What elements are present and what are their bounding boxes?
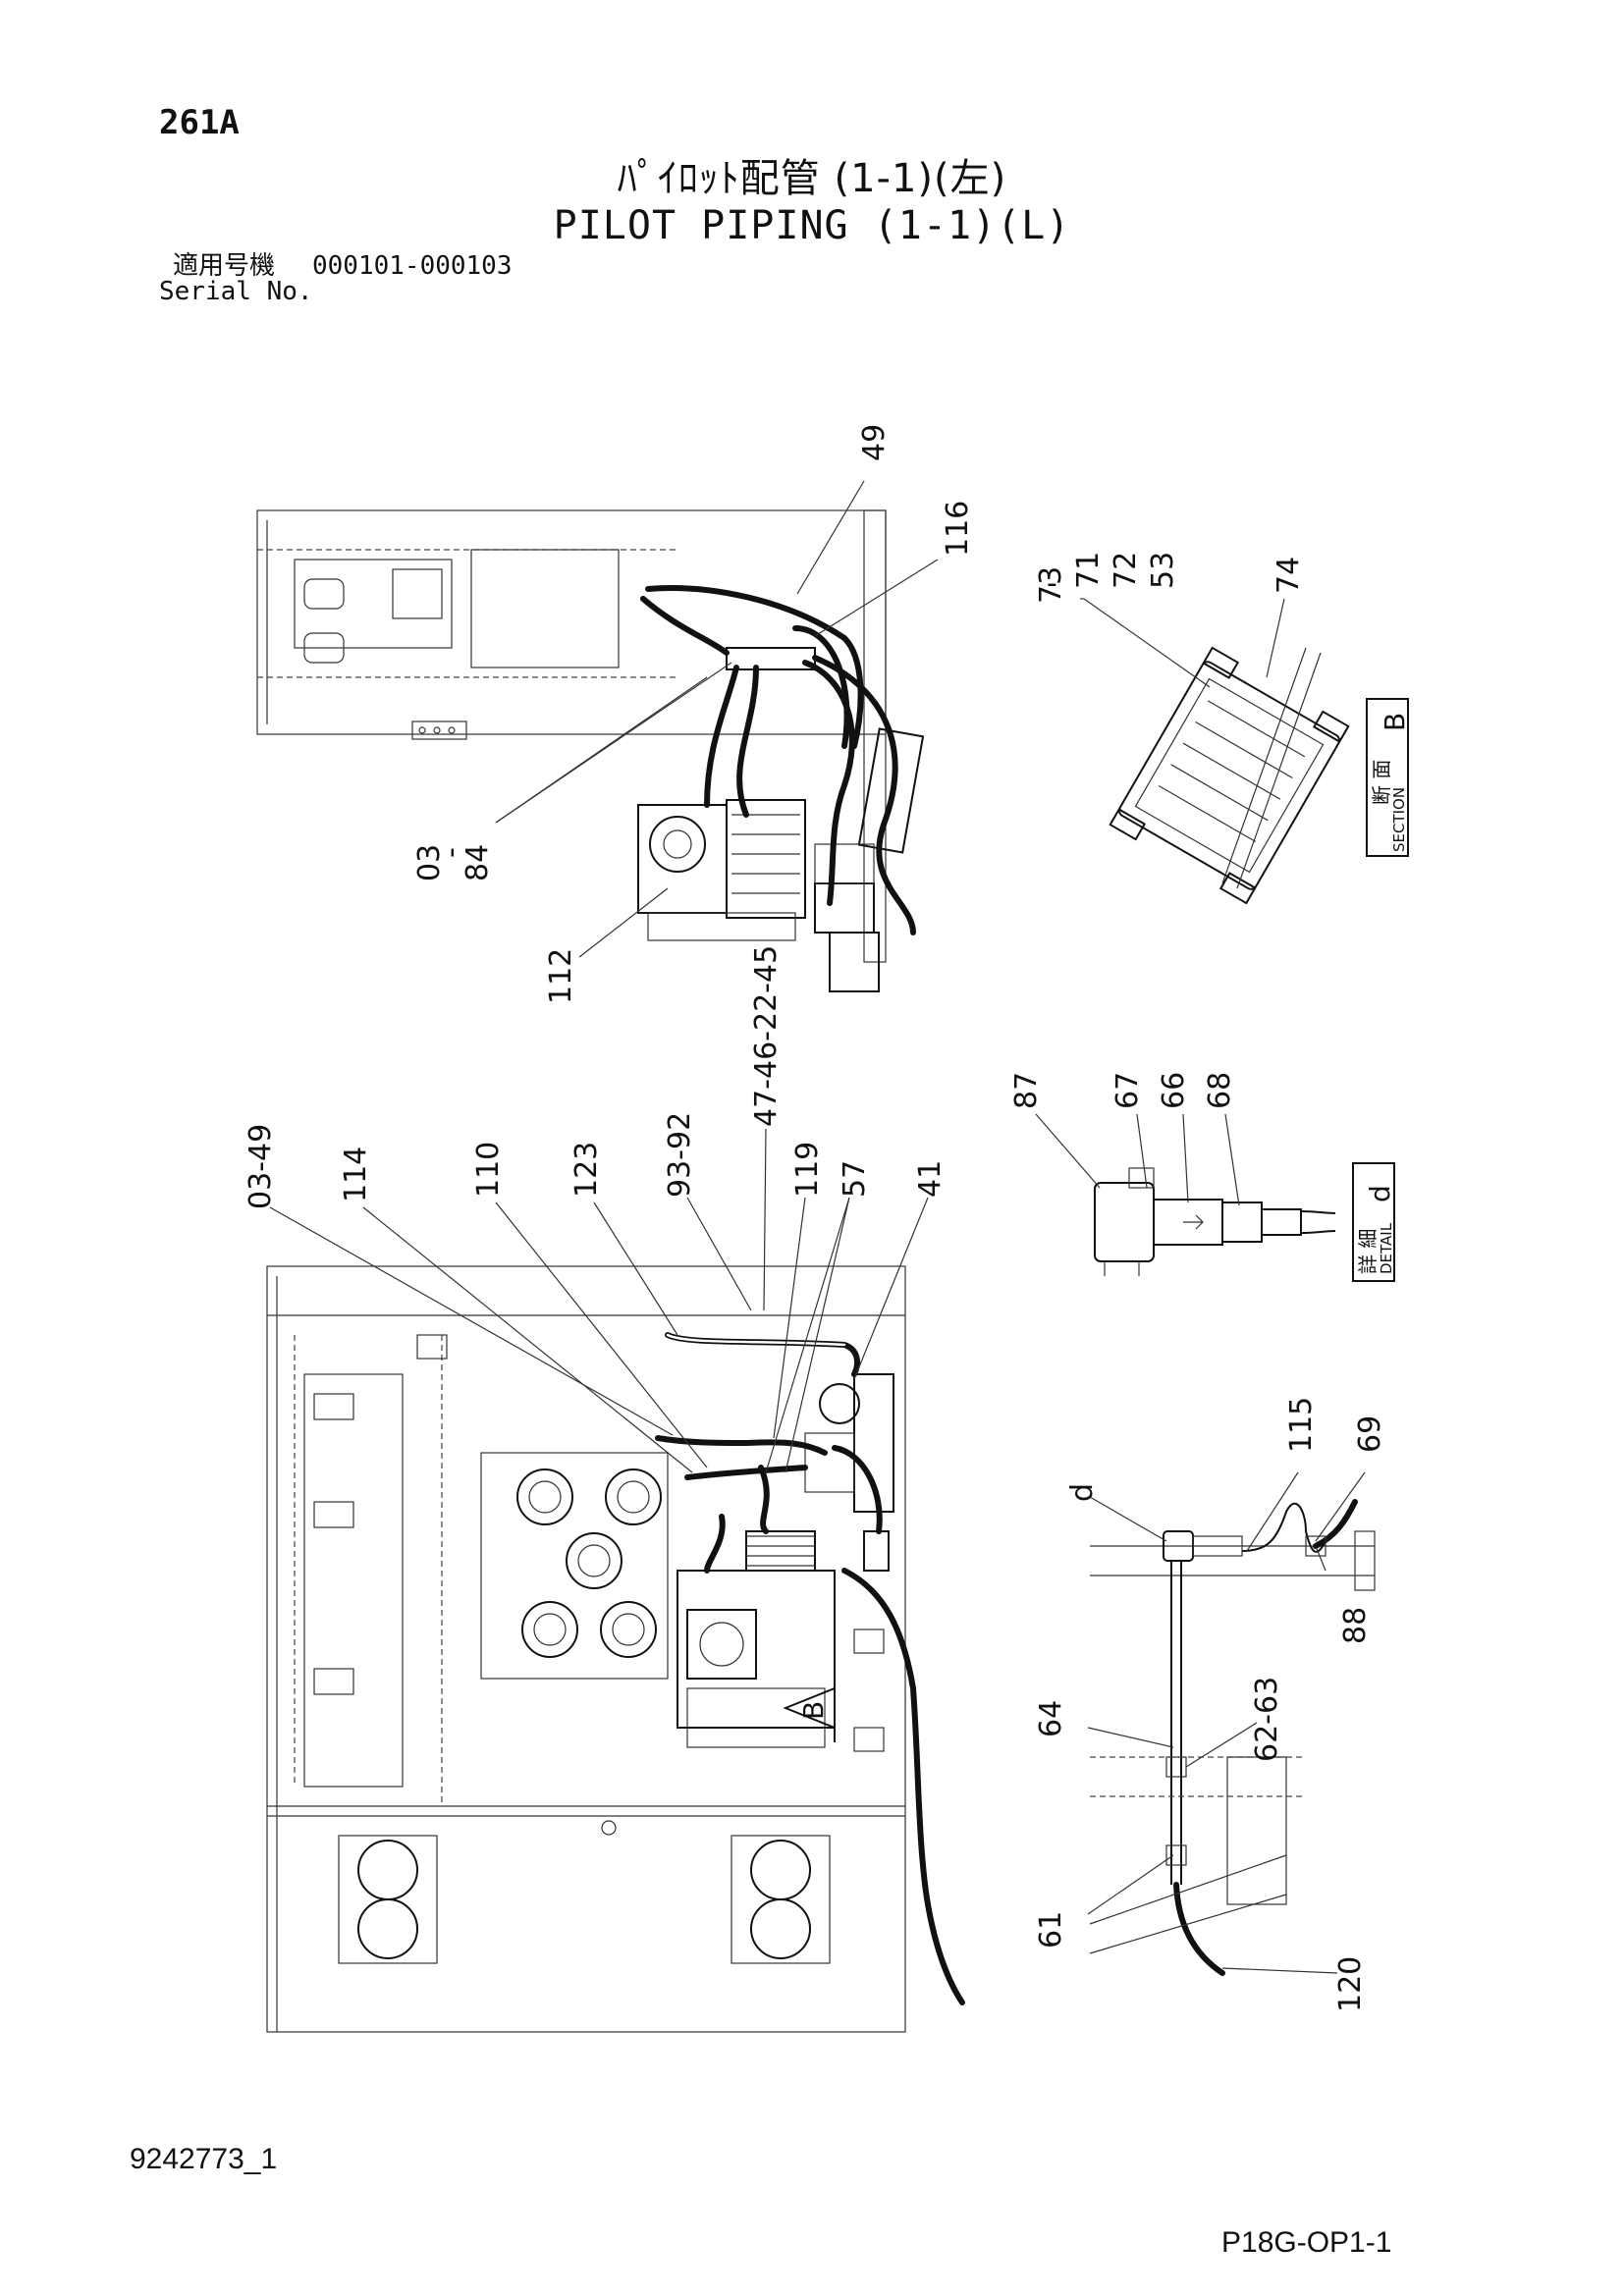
top-view [256,480,939,992]
serial-label-english: Serial No. [159,277,313,306]
svg-text:詳 細: 詳 細 [1356,1229,1380,1274]
control-valve-cluster [677,1373,894,1748]
section-b-label: 断 面 SECTION B [1366,698,1411,857]
title-japanese: ﾊﾟｲﾛｯﾄ配管 (1-1)(左) [617,156,1007,201]
document-number: 9242773_1 [130,2143,278,2175]
callout-72: 72 [1109,552,1143,589]
pump-assembly [637,799,806,941]
callout-62-63: 62-63 [1250,1677,1284,1762]
callout-d: d [1065,1483,1100,1502]
serial-label-japanese: 適用号機 [173,251,276,281]
svg-text:B: B [797,1701,830,1720]
callout-66: 66 [1157,1072,1191,1109]
callout-03-49: 03-49 [244,1124,278,1209]
svg-text:B: B [1379,713,1411,731]
section-b-view: 断 面 SECTION B [1080,598,1411,905]
svg-text:d: d [1364,1185,1396,1202]
callout-03-84-b: 84 [460,844,495,881]
main-plan-view: B [266,1128,965,2033]
swing-bearings [338,1820,831,1964]
svg-text:DETAIL: DETAIL [1378,1222,1395,1274]
side-view [1087,1471,1376,1976]
callout-112: 112 [544,948,578,1004]
title-english: PILOT PIPING (1-1)(L) [553,203,1071,248]
callout-119: 119 [790,1142,825,1198]
callout-03-84-dash: - [434,847,468,858]
svg-text:SECTION: SECTION [1390,787,1408,852]
page-code: 261A [159,103,240,142]
view-arrow-b: B [783,1674,836,1742]
callout-69: 69 [1353,1415,1387,1453]
pilot-manifold [726,647,816,670]
frame-outline [256,509,887,735]
callout-73: 73 [1034,566,1068,604]
detail-d-label: 詳 細 DETAIL d [1352,1162,1396,1282]
callout-64: 64 [1034,1700,1068,1737]
main-frame [266,1265,906,2033]
callout-74: 74 [1272,557,1306,594]
detail-d-view: 詳 細 DETAIL d [1035,1113,1396,1282]
serial-range: 000101-000103 [312,251,513,281]
callout-41: 41 [913,1160,947,1198]
callout-120: 120 [1333,1956,1368,2012]
callout-88: 88 [1338,1607,1373,1644]
callout-114: 114 [339,1147,373,1202]
callout-68: 68 [1203,1072,1237,1109]
callout-110: 110 [471,1142,506,1198]
callout-67: 67 [1110,1072,1145,1109]
callout-61: 61 [1034,1911,1068,1949]
pilot-hoses-main [655,1332,965,2005]
mounting-holes [516,1468,662,1658]
callout-71: 71 [1071,552,1106,589]
callout-53: 53 [1146,552,1180,589]
callout-47-46-22-45: 47-46-22-45 [749,945,784,1127]
callout-115: 115 [1284,1397,1319,1453]
callout-03-84-a: 03 [412,844,447,881]
pilot-hoses-top [640,585,916,935]
callout-93-92: 93-92 [663,1112,697,1198]
callout-116: 116 [941,501,975,557]
callout-123: 123 [569,1142,604,1198]
callout-57: 57 [838,1160,872,1198]
callout-49-top: 49 [857,424,892,461]
callout-87: 87 [1009,1072,1044,1109]
sheet-code: P18G-OP1-1 [1221,2226,1392,2259]
svg-text:-: - [1047,566,1057,601]
svg-text:断 面: 断 面 [1370,760,1393,805]
